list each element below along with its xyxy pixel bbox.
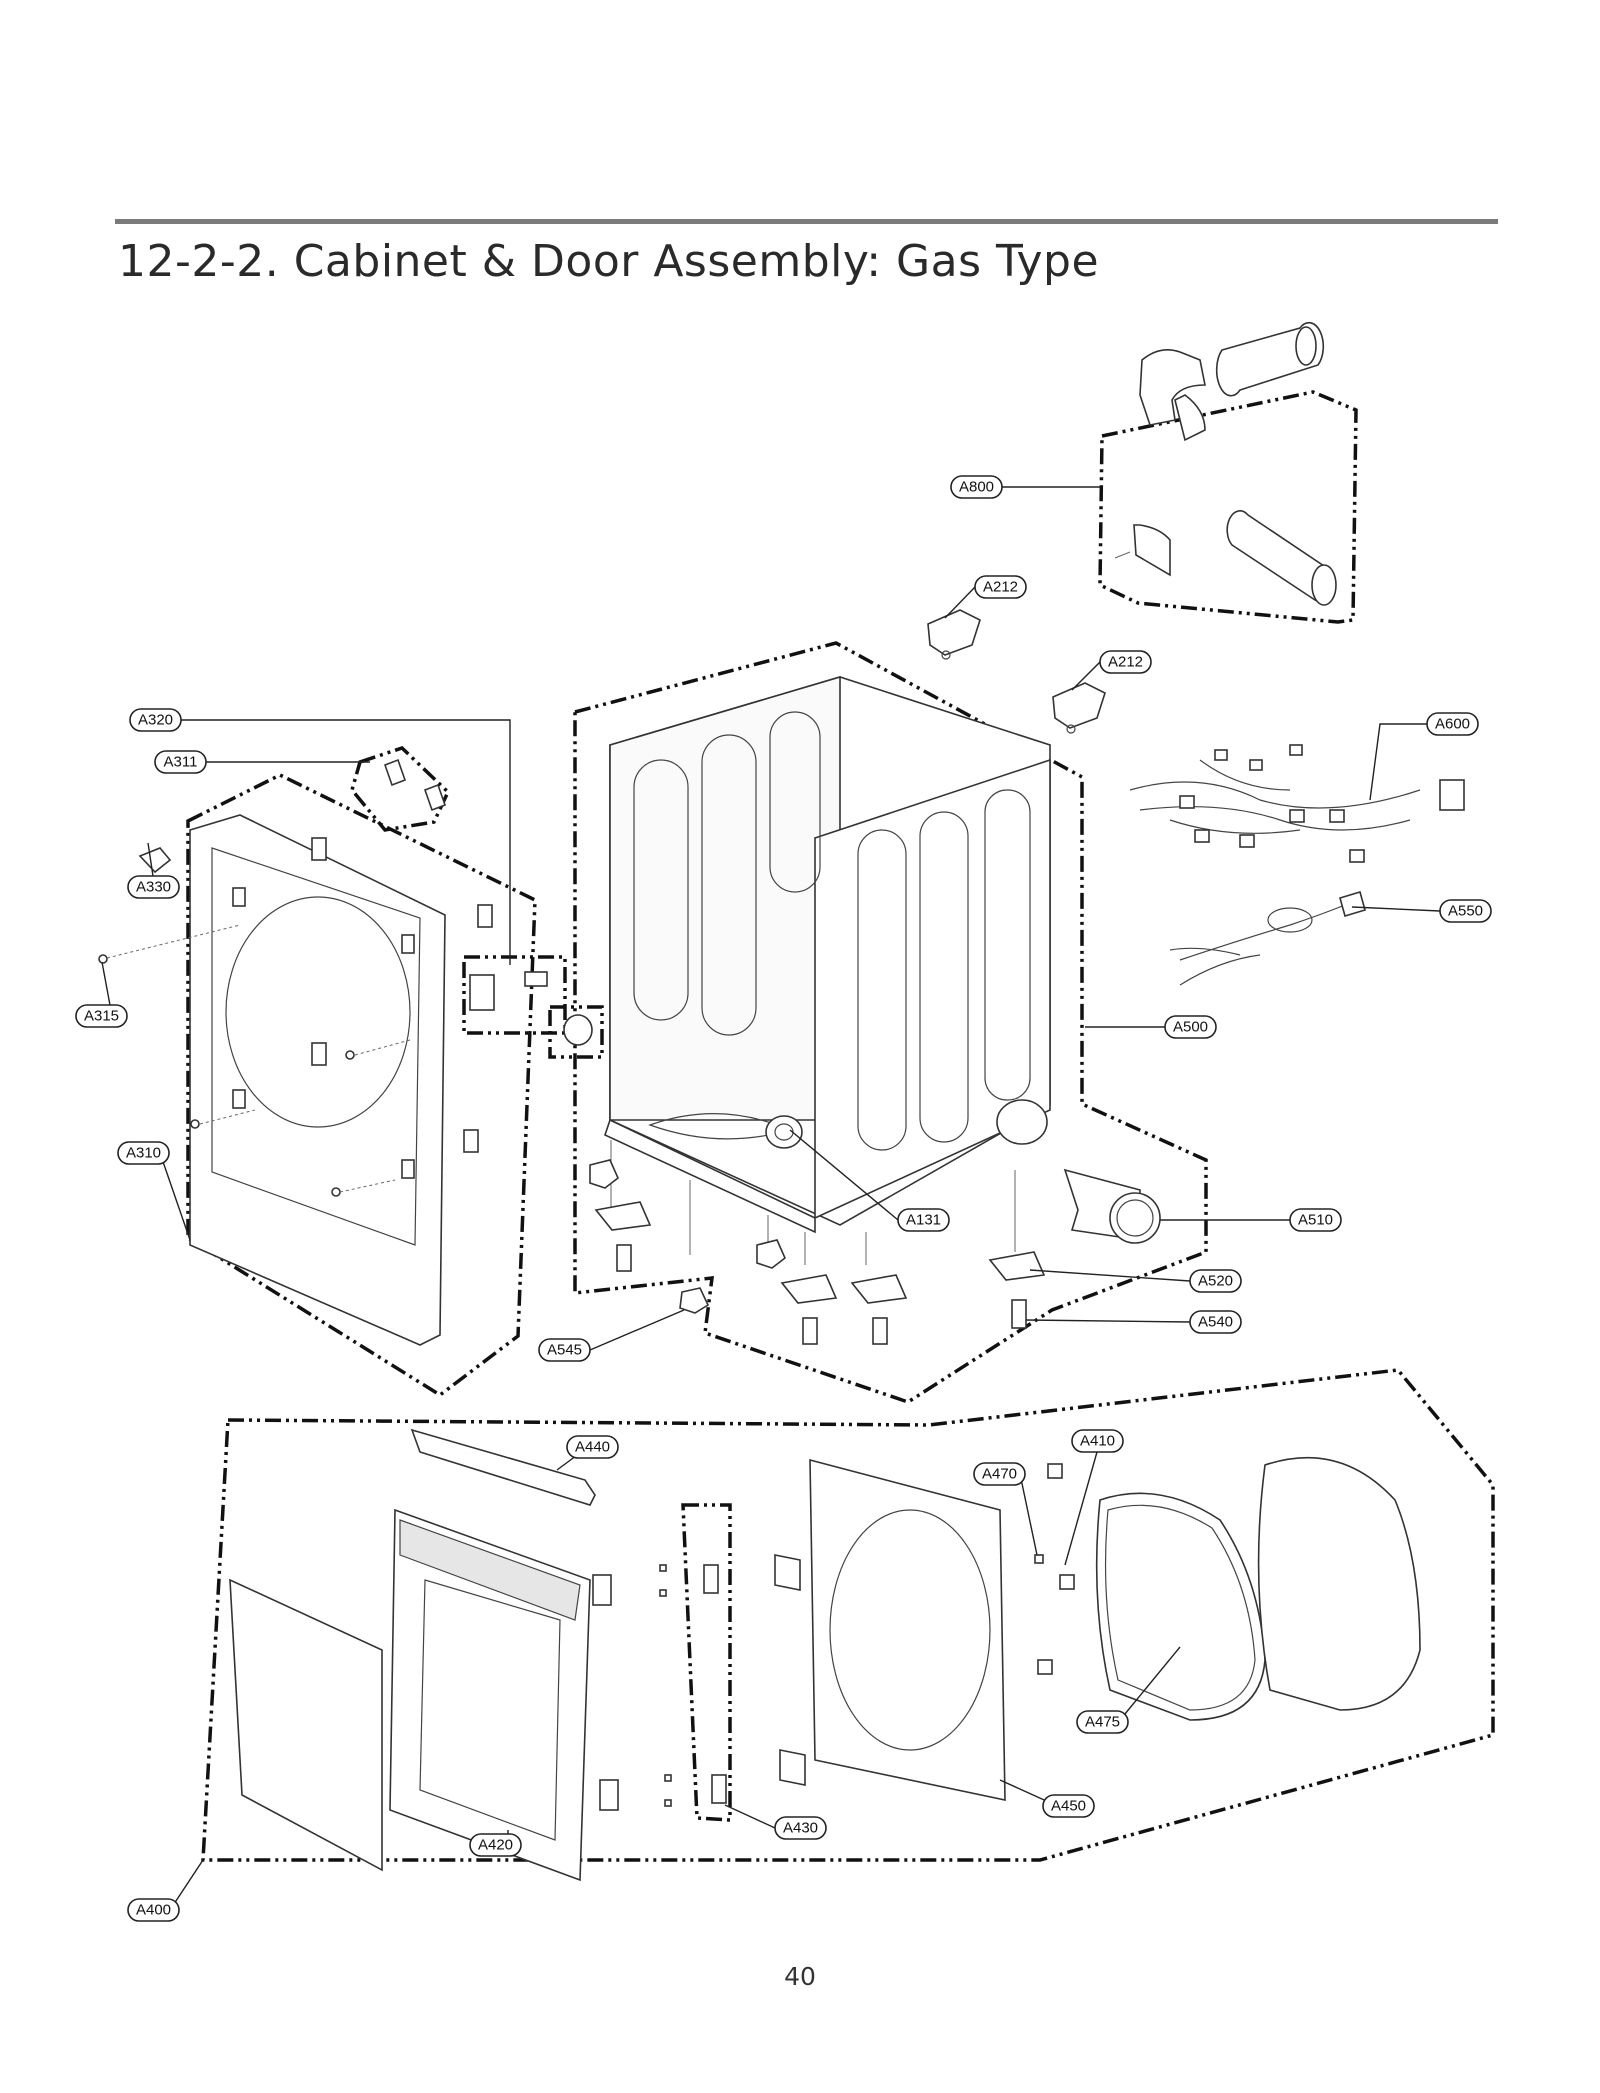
- callout-labels: A800 A212 A212 A320 A311 A330 A315 A310 …: [75, 475, 1492, 1922]
- svg-text:A600: A600: [1435, 716, 1470, 733]
- svg-text:A545: A545: [547, 1342, 582, 1359]
- leveling-legs: [589, 1159, 1046, 1345]
- callout-A311: A311: [154, 750, 207, 774]
- wire-harness: [1129, 744, 1465, 986]
- callout-A545: A545: [538, 1338, 591, 1362]
- svg-text:A410: A410: [1080, 1433, 1115, 1450]
- callout-A315: A315: [75, 1004, 128, 1028]
- door-outline: [201, 1368, 1495, 1862]
- callout-A600: A600: [1426, 712, 1479, 736]
- door-handle: [410, 1428, 596, 1506]
- callout-A540: A540: [1189, 1310, 1242, 1334]
- callout-A520: A520: [1189, 1269, 1242, 1293]
- callout-A450: A450: [1042, 1794, 1095, 1818]
- page-title: 12-2-2. Cabinet & Door Assembly: Gas Typ…: [118, 236, 1100, 287]
- exhaust-duct-kit: [1114, 321, 1337, 606]
- hinge-cap-outline: [350, 746, 451, 832]
- front-panel-outline: [186, 773, 537, 1398]
- svg-text:A510: A510: [1298, 1212, 1333, 1229]
- callout-A475: A475: [1076, 1710, 1129, 1734]
- callout-A550: A550: [1439, 899, 1492, 923]
- svg-text:A540: A540: [1198, 1314, 1233, 1331]
- callout-A212-upper: A212: [974, 575, 1027, 599]
- title-rule: [115, 219, 1498, 224]
- svg-text:A520: A520: [1198, 1273, 1233, 1290]
- cabinet-assembly: [604, 675, 1051, 1265]
- callout-A510: A510: [1289, 1208, 1342, 1232]
- svg-text:A440: A440: [575, 1439, 610, 1456]
- svg-text:A400: A400: [136, 1902, 171, 1919]
- lamp-outline: [548, 1005, 604, 1059]
- svg-text:A311: A311: [164, 754, 198, 771]
- callout-A310: A310: [117, 1141, 170, 1165]
- svg-text:A800: A800: [959, 479, 994, 496]
- callout-A500: A500: [1164, 1015, 1217, 1039]
- switch-bracket-part: [138, 847, 172, 874]
- callout-A470: A470: [973, 1462, 1026, 1486]
- svg-text:A320: A320: [138, 712, 173, 729]
- svg-text:A550: A550: [1448, 903, 1483, 920]
- svg-text:A212: A212: [983, 579, 1018, 596]
- svg-text:A212: A212: [1108, 654, 1143, 671]
- svg-text:A310: A310: [126, 1145, 161, 1162]
- callout-A330: A330: [127, 875, 180, 899]
- svg-text:A450: A450: [1051, 1798, 1086, 1815]
- callout-A212-lower: A212: [1099, 650, 1152, 674]
- callout-A320: A320: [129, 708, 182, 732]
- door-hinge-outline: [681, 1503, 732, 1822]
- svg-text:A315: A315: [84, 1008, 119, 1025]
- svg-text:A330: A330: [136, 879, 171, 896]
- page-number: 40: [784, 1962, 816, 1991]
- svg-text:A470: A470: [982, 1466, 1017, 1483]
- front-panel: [98, 758, 593, 1346]
- vent-kit-outline: [1098, 390, 1358, 624]
- door-assembly: [229, 1428, 1421, 1882]
- svg-text:A420: A420: [478, 1837, 513, 1854]
- door-glass-cover: [229, 1578, 383, 1872]
- leader-lines: [101, 486, 1441, 1911]
- callout-A430: A430: [774, 1816, 827, 1840]
- callout-A400: A400: [127, 1898, 180, 1922]
- callout-A440: A440: [566, 1435, 619, 1459]
- callout-A420: A420: [469, 1833, 522, 1857]
- exhaust-duct: [1063, 1168, 1161, 1244]
- rear-clip-parts: [927, 609, 1106, 734]
- svg-text:A475: A475: [1085, 1714, 1120, 1731]
- svg-text:A131: A131: [906, 1212, 941, 1229]
- svg-text:A430: A430: [783, 1820, 818, 1837]
- callout-A800: A800: [950, 475, 1003, 499]
- callout-A410: A410: [1071, 1429, 1124, 1453]
- svg-text:A500: A500: [1173, 1019, 1208, 1036]
- callout-A131: A131: [897, 1208, 950, 1232]
